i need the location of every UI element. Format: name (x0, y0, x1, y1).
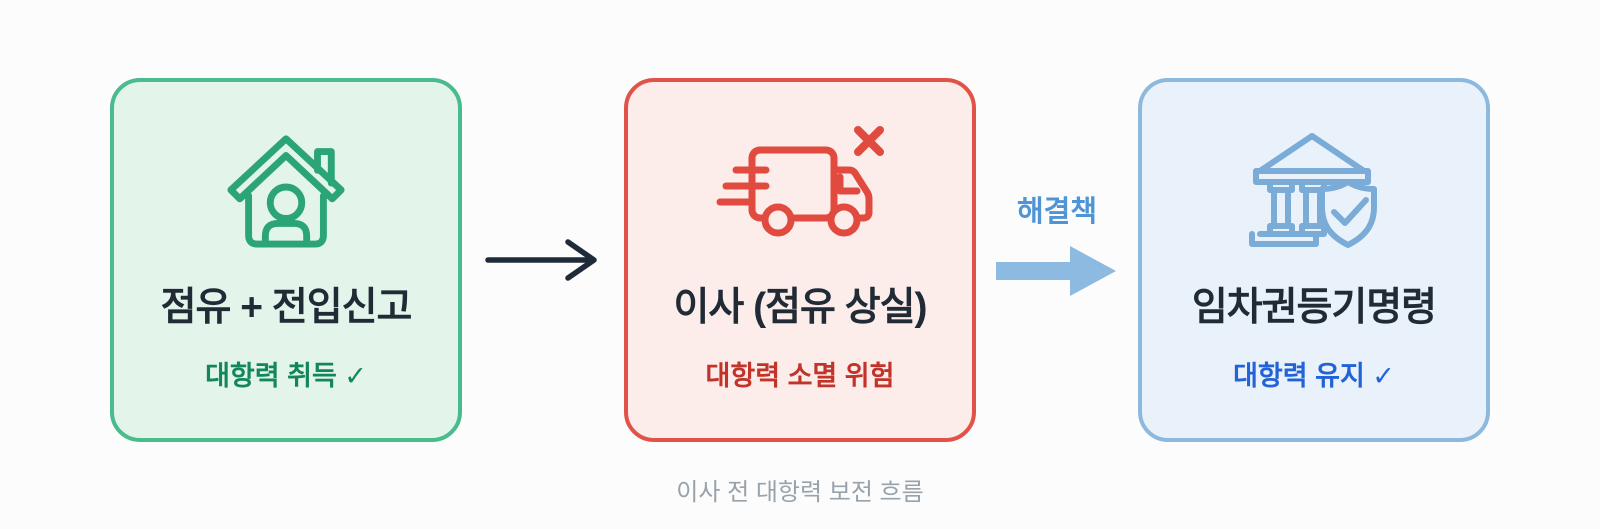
step-title: 이사 (점유 상실) (673, 286, 928, 329)
solution-arrow-icon (996, 246, 1116, 296)
step-title: 점유 + 전입신고 (160, 286, 413, 329)
courthouse-shield-check-icon (1244, 120, 1384, 254)
diagram-caption: 이사 전 대항력 보전 흐름 (676, 479, 924, 506)
step-status: 대항력 유지 ✓ (1233, 361, 1395, 391)
step-status: 대항력 소멸 위험 (705, 361, 895, 391)
flow-row: 점유 + 전입신고 대항력 취득 ✓ (0, 78, 1600, 442)
solution-label: 해결책 (1016, 196, 1098, 228)
step-card-occupancy: 점유 + 전입신고 대항력 취득 ✓ (110, 78, 462, 442)
right-arrow-icon (485, 239, 597, 281)
connector-solution: 해결책 (976, 62, 1138, 426)
step-status: 대항력 취득 ✓ (205, 361, 367, 391)
connector-plain (462, 78, 624, 442)
step-card-registration: 임차권등기명령 대항력 유지 ✓ (1138, 78, 1490, 442)
house-person-icon (223, 120, 349, 254)
step-title: 임차권등기명령 (1191, 286, 1437, 329)
moving-truck-x-icon (714, 120, 886, 254)
step-card-moving: 이사 (점유 상실) 대항력 소멸 위험 (624, 78, 976, 442)
